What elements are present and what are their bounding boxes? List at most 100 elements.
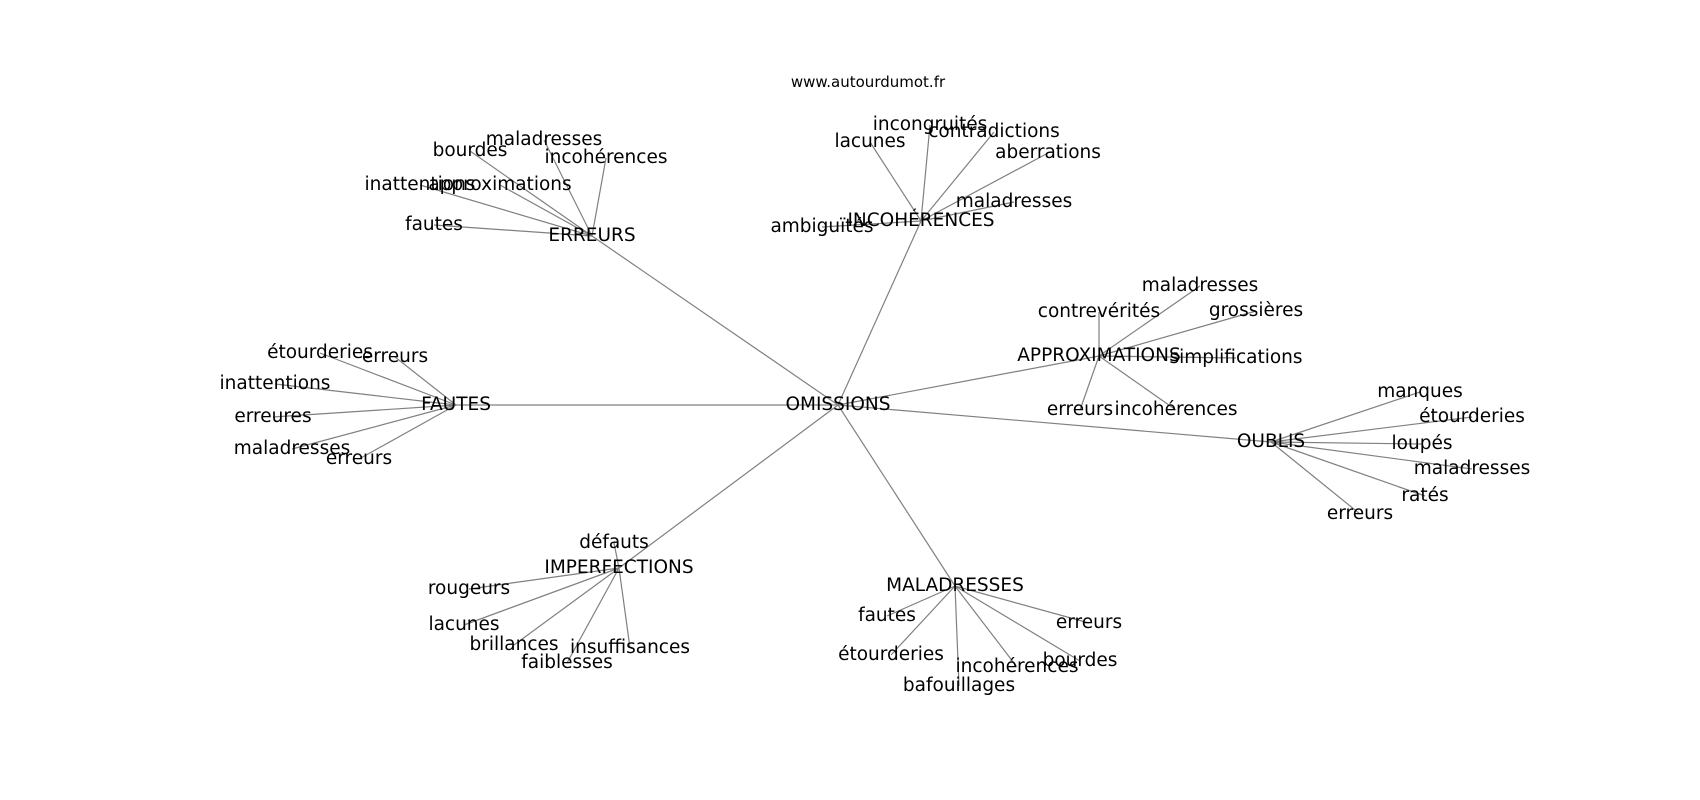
edge-maladresses-leaf-3 [954, 585, 1018, 668]
edge-erreurs-leaf-1 [543, 139, 593, 237]
leaf-node-approximations-1: contrevérités [1038, 301, 1160, 322]
leaf-node-erreurs-1: maladresses [486, 129, 602, 150]
leaf-node-imperfections-0: défauts [579, 532, 649, 553]
hub-node-imperfections: IMPERFECTIONS [544, 557, 693, 578]
leaf-node-approximations-4: erreurs [1047, 399, 1113, 420]
edge-erreurs-leaf-2 [591, 157, 607, 237]
leaf-node-fautes-1: erreurs [362, 346, 428, 367]
leaf-node-imperfections-3: brillances [469, 634, 558, 655]
leaf-node-maladresses-1: erreurs [1056, 612, 1122, 633]
leaf-node-imperfections-1: rougeurs [428, 578, 510, 599]
leaf-node-oublis-5: erreurs [1327, 503, 1393, 524]
leaf-node-oublis-3: maladresses [1414, 458, 1530, 479]
source-url: www.autourdumot.fr [791, 73, 946, 91]
edge-approximations-leaf-3 [1098, 355, 1237, 359]
edge-root-oublis [837, 404, 1272, 443]
leaf-node-erreurs-0: bourdes [433, 140, 508, 161]
leaf-node-incoherences-5: ambiguïtés [770, 216, 873, 237]
edge-fautes-leaf-5 [358, 404, 457, 460]
hub-node-fautes: FAUTES [421, 394, 491, 415]
hub-node-maladresses: MALADRESSES [886, 575, 1024, 596]
edge-erreurs-leaf-4 [499, 184, 593, 237]
hub-node-erreurs: ERREURS [548, 225, 635, 246]
leaf-node-imperfections-5: faiblesses [521, 652, 613, 673]
leaf-node-oublis-2: loupés [1392, 433, 1453, 454]
leaf-node-erreurs-2: incohérences [545, 147, 668, 168]
hub-node-oublis: OUBLIS [1237, 431, 1305, 452]
edge-incoherences-leaf-1 [869, 141, 922, 222]
edge-erreurs-leaf-3 [419, 184, 593, 237]
edge-fautes-leaf-0 [319, 352, 457, 406]
edge-root-maladresses [837, 404, 956, 587]
edge-maladresses-leaf-2 [890, 585, 956, 656]
edge-maladresses-leaf-0 [886, 585, 956, 617]
edge-incoherences-leaf-4 [920, 201, 1015, 222]
edge-approximations-leaf-5 [1098, 355, 1177, 411]
leaf-node-incoherences-2: contradictions [928, 121, 1060, 142]
edge-maladresses-leaf-1 [954, 585, 1090, 624]
root-node-label: OMISSIONS [785, 394, 890, 415]
leaf-node-approximations-2: grossières [1209, 300, 1303, 321]
leaf-node-oublis-4: ratés [1401, 485, 1448, 506]
leaf-node-fautes-4: maladresses [234, 438, 350, 459]
leaf-node-imperfections-4: insuffisances [570, 637, 690, 658]
edge-imperfections-leaf-3 [513, 567, 620, 646]
leaf-node-approximations-0: maladresses [1142, 275, 1258, 296]
edge-incoherences-leaf-2 [920, 131, 995, 222]
leaf-node-maladresses-3: incohérences [956, 656, 1079, 677]
leaf-node-oublis-0: manques [1377, 381, 1463, 402]
edge-oublis-leaf-4 [1270, 441, 1426, 497]
leaf-node-incoherences-4: maladresses [956, 191, 1072, 212]
hub-node-approximations: APPROXIMATIONS [1017, 345, 1180, 366]
leaf-node-erreurs-5: fautes [405, 214, 463, 235]
leaf-node-incoherences-1: lacunes [834, 131, 905, 152]
edge-imperfections-leaf-4 [618, 567, 631, 649]
leaf-node-fautes-0: étourderies [267, 342, 373, 363]
edge-oublis-leaf-3 [1270, 441, 1473, 470]
edge-oublis-leaf-2 [1270, 441, 1423, 445]
edge-maladresses-leaf-5 [954, 585, 960, 687]
edge-fautes-leaf-1 [394, 356, 457, 406]
edge-incoherences-leaf-5 [821, 220, 922, 228]
edge-fautes-leaf-3 [272, 404, 457, 418]
leaf-node-incoherences-0: incongruités [873, 114, 988, 135]
leaf-node-fautes-3: erreures [234, 406, 311, 427]
hub-node-incoherences: INCOHÉRENCES [847, 209, 994, 231]
leaf-node-approximations-3: simplifications [1169, 347, 1302, 368]
edge-imperfections-leaf-5 [566, 567, 620, 664]
leaf-node-erreurs-4: approximations [428, 174, 571, 195]
edge-incoherences-leaf-3 [920, 152, 1049, 222]
leaf-node-maladresses-2: étourderies [838, 644, 944, 665]
edge-imperfections-leaf-2 [463, 567, 620, 626]
edge-fautes-leaf-4 [291, 404, 457, 450]
graph-nodes: OMISSIONSbourdesmaladressesincohérencesi… [220, 114, 1531, 696]
edge-approximations-leaf-4 [1079, 355, 1100, 411]
leaf-node-oublis-1: étourderies [1419, 406, 1525, 427]
edge-oublis-leaf-1 [1270, 416, 1473, 443]
leaf-node-maladresses-0: fautes [858, 605, 916, 626]
graph-edges [272, 124, 1473, 687]
edge-fautes-leaf-2 [274, 383, 457, 406]
edge-erreurs-leaf-5 [433, 224, 593, 237]
edge-oublis-leaf-0 [1270, 391, 1421, 443]
edge-oublis-leaf-5 [1270, 441, 1361, 515]
leaf-node-fautes-2: inattentions [220, 373, 331, 394]
edge-approximations-leaf-2 [1098, 310, 1257, 357]
leaf-node-erreurs-3: inattentions [365, 174, 476, 195]
leaf-node-approximations-5: incohérences [1115, 399, 1238, 420]
leaf-node-imperfections-2: lacunes [428, 614, 499, 635]
edge-incoherences-leaf-0 [920, 124, 931, 222]
edge-imperfections-leaf-0 [613, 542, 620, 569]
edge-root-erreurs [591, 235, 839, 406]
edge-root-incoherences [837, 220, 922, 406]
edge-approximations-leaf-0 [1098, 285, 1201, 357]
edge-imperfections-leaf-1 [468, 567, 620, 590]
leaf-node-maladresses-4: bourdes [1043, 650, 1118, 671]
edge-root-approximations [837, 355, 1100, 406]
edge-root-imperfections [618, 404, 839, 569]
edge-maladresses-leaf-4 [954, 585, 1081, 662]
edge-erreurs-leaf-0 [469, 150, 593, 237]
leaf-node-fautes-5: erreurs [326, 448, 392, 469]
leaf-node-incoherences-3: aberrations [995, 142, 1101, 163]
